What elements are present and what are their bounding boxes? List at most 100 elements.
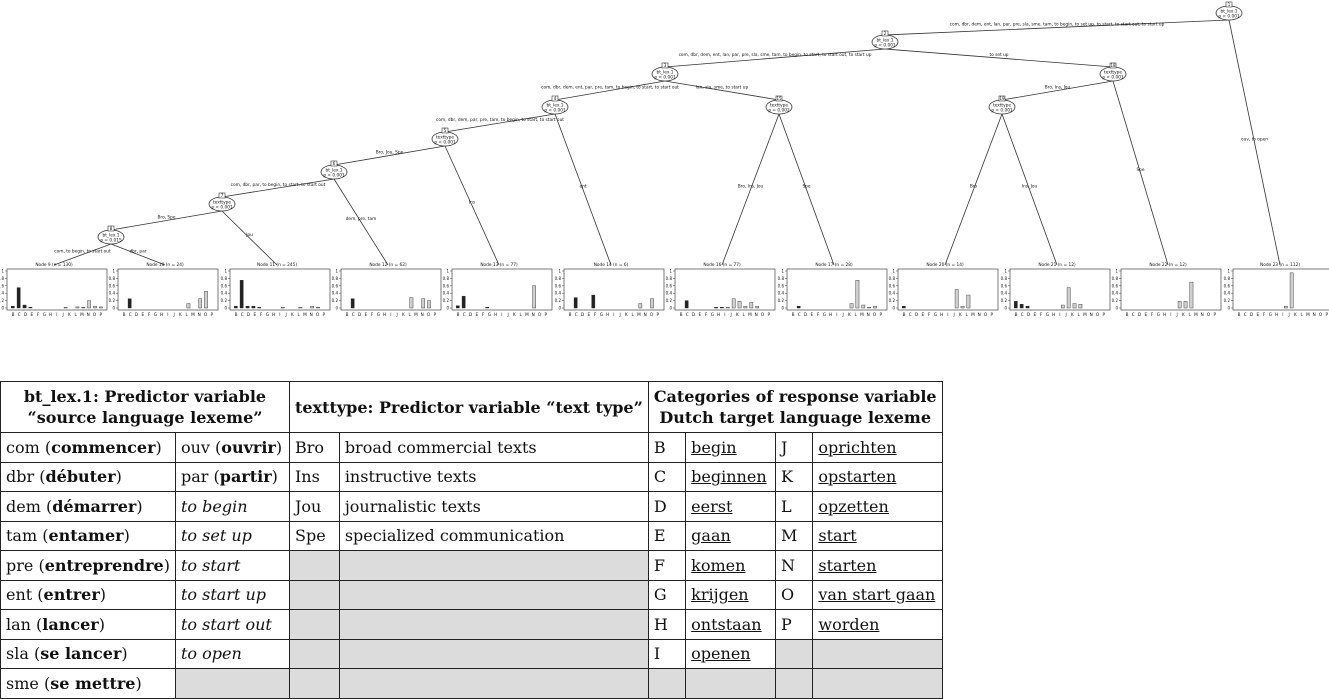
leaf-3-ytick-label-4: 0.8 bbox=[332, 276, 339, 281]
text-type-code: Ins bbox=[294, 467, 320, 487]
leaf-8-bar-10 bbox=[960, 305, 965, 309]
category-code-cell: F bbox=[647, 550, 687, 581]
category-code-cell: K bbox=[775, 461, 814, 492]
category-code-cell: O bbox=[775, 579, 814, 610]
empty-cell bbox=[288, 668, 340, 699]
tree-node-var-15: texttype bbox=[770, 103, 788, 109]
leaf-6-xtick-3: E bbox=[698, 312, 701, 317]
leaf-7-bar-10 bbox=[849, 303, 854, 309]
leaf-1-xtick-10: L bbox=[185, 312, 188, 317]
source-lexeme-cell: sme (se mettre) bbox=[0, 668, 176, 699]
edge-label-4: com, dbr, dem, ent, par, pre, tam, to be… bbox=[541, 85, 679, 91]
tree-node-id-18: 18 bbox=[1110, 63, 1116, 68]
english-lexeme: to start bbox=[180, 555, 241, 575]
category-word-cell: starten bbox=[812, 550, 943, 581]
leaf-0-ytick-label-2: 0.4 bbox=[0, 291, 4, 296]
category-word-cell: komen bbox=[685, 550, 777, 581]
leaf-1-xtick-5: G bbox=[154, 312, 157, 317]
leaf-10-xtick-14: P bbox=[1213, 312, 1216, 317]
tree-node-p-5: p < 0.001 bbox=[434, 140, 456, 146]
leaf-3-ytick-label-3: 0.6 bbox=[332, 283, 339, 288]
leaf-5-xtick-4: F bbox=[594, 312, 597, 317]
leaf-8-xtick-4: F bbox=[928, 312, 931, 317]
leaf-0-xtick-1: C bbox=[18, 312, 21, 317]
leaf-panel-4 bbox=[451, 268, 553, 311]
tree-node-id-box-7 bbox=[218, 192, 226, 199]
leaf-6-xtick-10: L bbox=[742, 312, 745, 317]
text-type-code-cell: Ins bbox=[288, 461, 340, 492]
leaf-1-xtick-1: C bbox=[129, 312, 132, 317]
english-lexeme: to start up bbox=[180, 585, 267, 605]
leaf-1-xtick-7: I bbox=[167, 312, 168, 317]
leaf-3-bar-1 bbox=[350, 298, 355, 309]
leaf-8-bar-9 bbox=[954, 289, 959, 309]
leaf-0-bar-9 bbox=[63, 307, 68, 309]
leaf-1-xtick-11: M bbox=[191, 312, 195, 317]
leaf-5-xtick-7: I bbox=[613, 312, 614, 317]
category-word: gaan bbox=[691, 526, 731, 546]
edge-label-10: com, dbr, par, to begin, to start, to st… bbox=[231, 182, 326, 188]
leaf-9-xtick-11: M bbox=[1083, 312, 1087, 317]
category-code: F bbox=[653, 555, 665, 575]
leaf-2-xtick-9: K bbox=[291, 312, 294, 317]
leaf-title-1: Node 10 (n = 24) bbox=[146, 262, 184, 268]
leaf-1-xtick-3: E bbox=[141, 312, 144, 317]
leaf-10-bar-10 bbox=[1183, 301, 1188, 309]
tree-node-id-box-8 bbox=[107, 225, 115, 232]
leaf-5-ytick-label-0: 0 bbox=[558, 306, 561, 311]
leaf-3-xtick-10: L bbox=[408, 312, 411, 317]
leaf-4-xtick-4: F bbox=[482, 312, 485, 317]
leaf-6-bar-8 bbox=[725, 307, 730, 309]
leaf-8-ytick-label-1: 0.2 bbox=[889, 298, 896, 303]
leaf-5-ytick-label-4: 0.8 bbox=[555, 276, 562, 281]
leaf-11-xtick-2: D bbox=[1250, 312, 1253, 317]
leaf-panel-10 bbox=[1120, 268, 1222, 311]
tree-node-id-box-19 bbox=[998, 95, 1006, 102]
tree-edge-8 bbox=[333, 145, 446, 166]
category-word: van start gaan bbox=[818, 585, 936, 605]
leaf-3-bar-11 bbox=[409, 297, 414, 309]
source-lexeme-cell: par (partir) bbox=[174, 461, 290, 492]
leaf-8-xtick-7: I bbox=[947, 312, 948, 317]
leaf-5-xtick-12: N bbox=[644, 312, 647, 317]
leaf-2-xtick-6: H bbox=[272, 312, 275, 317]
leaf-10-bar-9 bbox=[1177, 301, 1182, 309]
source-lexeme-cell: ent (entrer) bbox=[0, 579, 176, 610]
leaf-0-xtick-4: F bbox=[37, 312, 40, 317]
leaf-8-ytick-label-4: 0.8 bbox=[889, 276, 896, 281]
empty-cell bbox=[288, 550, 340, 581]
header-response-line2: Dutch target language lexeme bbox=[659, 408, 932, 427]
tree-edge-17 bbox=[778, 113, 835, 266]
edge-label-14: com, to begin, to start out bbox=[54, 249, 111, 255]
leaf-1-ytick-label-0: 0 bbox=[112, 306, 115, 311]
leaf-4-xtick-0: B bbox=[457, 312, 460, 317]
category-code-cell: G bbox=[647, 579, 687, 610]
leaf-0-ytick-label-5: 1 bbox=[1, 269, 4, 274]
leaf-9-bar-2 bbox=[1025, 305, 1030, 309]
leaf-0-xtick-7: I bbox=[56, 312, 57, 317]
leaf-title-5: Node 14 (n = 6) bbox=[594, 262, 629, 268]
header-text-type: texttype: Predictor variable “text type” bbox=[288, 381, 649, 433]
tree-edge-20 bbox=[944, 113, 1003, 266]
tree-node-var-4: bt_lex.1 bbox=[547, 103, 564, 109]
category-code-cell: M bbox=[775, 520, 814, 551]
english-lexeme-cell: to begin bbox=[174, 491, 290, 522]
leaf-8-xtick-10: L bbox=[965, 312, 968, 317]
edge-label-15: dbr, par bbox=[129, 249, 146, 255]
leaf-3-xtick-7: I bbox=[390, 312, 391, 317]
category-code: B bbox=[653, 437, 666, 457]
leaf-panel-7 bbox=[786, 268, 888, 311]
leaf-1-xtick-8: J bbox=[173, 312, 175, 317]
leaf-0-bar-13 bbox=[87, 300, 91, 309]
category-code-cell: D bbox=[647, 491, 687, 522]
leaf-3-xtick-1: C bbox=[352, 312, 355, 317]
leaf-4-ytick-label-4: 0.8 bbox=[443, 276, 450, 281]
source-lexeme-word: démarrer bbox=[52, 496, 137, 516]
text-type-code-cell: Spe bbox=[288, 520, 340, 551]
leaf-5-xtick-3: E bbox=[587, 312, 590, 317]
leaf-0-bar-2 bbox=[22, 304, 27, 309]
leaf-5-ytick-label-2: 0.4 bbox=[555, 291, 562, 296]
